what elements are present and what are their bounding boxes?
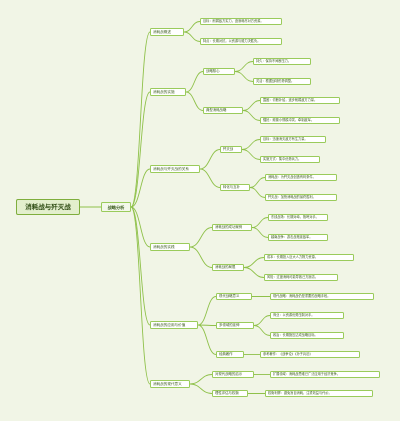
leaf-node[interactable]: 灵活：根据战场形势调整。 <box>253 78 311 85</box>
leaf-node[interactable]: 目标：迅速消灭敌方有生力量。 <box>260 136 326 143</box>
branch-node[interactable]: 消耗战的实施 <box>150 88 186 96</box>
leaf-node[interactable]: 权衡利弊：避免盲目消耗，注重效益与代价。 <box>265 390 373 397</box>
connector-line <box>242 100 261 111</box>
connector-line <box>189 227 213 248</box>
leaf-node[interactable]: 特点：长期对抗，以资源与毅力决胜负。 <box>200 38 282 45</box>
connector-line <box>130 91 151 208</box>
subbranch-node[interactable]: 对现代战略的启示 <box>212 371 254 378</box>
branch-node[interactable]: 消耗战概述 <box>150 28 184 36</box>
center-node[interactable]: 战略分析 <box>101 202 131 212</box>
subbranch-node[interactable]: 多领域的延伸 <box>216 322 254 329</box>
leaf-node[interactable]: 围困：切断补给，逐步削弱敌方力量。 <box>260 97 340 104</box>
leaf-node[interactable]: 越南战争：游击战拖延敌军。 <box>268 234 328 241</box>
subbranch-node[interactable]: 消耗战的成功案例 <box>212 224 252 231</box>
connector-line <box>130 206 151 248</box>
subbranch-node[interactable]: 现代战略意义 <box>216 293 252 300</box>
connector-line <box>243 267 265 278</box>
connector-line <box>130 206 151 326</box>
branch-node[interactable]: 消耗战与歼灭战的关系 <box>150 165 200 173</box>
connector-line <box>185 71 204 93</box>
leaf-node[interactable]: 成本：长期投入巨大人力物力资源。 <box>264 254 354 261</box>
connector-line <box>183 31 201 42</box>
leaf-node[interactable]: 现代战略：消耗战仍是重要的战略手段。 <box>270 293 374 300</box>
connector-line <box>253 325 271 336</box>
connector-line <box>253 315 271 326</box>
connector-line <box>251 217 269 228</box>
leaf-node[interactable]: 政治：长期施压达成战略目标。 <box>270 332 344 339</box>
connector-line <box>251 227 269 238</box>
connector-line <box>249 177 266 188</box>
connector-line <box>199 149 221 170</box>
branch-node[interactable]: 消耗战的现代意义 <box>150 380 190 388</box>
leaf-node[interactable]: 歼灭战：加快消耗战的最终胜利。 <box>265 194 337 201</box>
subbranch-node[interactable]: 歼灭战 <box>220 146 242 153</box>
connector-line <box>130 206 151 385</box>
connector-line <box>197 324 217 355</box>
leaf-node[interactable]: 商业：以资源优势压制对手。 <box>270 312 344 319</box>
connector-line <box>185 91 204 111</box>
branch-node[interactable]: 消耗战的应用与价值 <box>150 321 198 329</box>
connector-line <box>130 31 151 208</box>
connector-line <box>249 187 266 198</box>
subbranch-node[interactable]: 转化与互补 <box>220 184 250 191</box>
leaf-node[interactable]: 扩展领域：消耗战思维已广泛应用于经济竞争。 <box>270 371 380 378</box>
connector-line <box>189 246 213 268</box>
leaf-node[interactable]: 东线战场：长期对峙，拖垮对手。 <box>268 214 328 221</box>
leaf-node[interactable]: 实施方式：集中优势兵力。 <box>260 156 320 163</box>
subbranch-node[interactable]: 经典著作 <box>216 351 244 358</box>
connector-line <box>242 110 261 121</box>
connector-line <box>189 383 213 394</box>
subbranch-node[interactable]: 理性评估与权衡 <box>212 390 248 397</box>
connector-line <box>234 71 254 82</box>
connector-line <box>243 257 265 268</box>
root-node[interactable]: 消耗战与歼灭战 <box>16 199 80 215</box>
connector-line <box>199 168 221 188</box>
connector-line <box>241 149 261 160</box>
leaf-node[interactable]: 目标：削弱敌方实力，逐渐耗尽对方资源。 <box>200 18 282 25</box>
connector-line <box>197 296 217 326</box>
connector-line <box>234 61 254 72</box>
connector-line <box>183 21 201 33</box>
connector-line <box>241 139 261 150</box>
leaf-node[interactable]: 持久：保持不间断压力。 <box>253 58 311 65</box>
leaf-node[interactable]: 参考著作：《战争论》《孙子兵法》 <box>260 351 360 358</box>
connector-line <box>197 324 217 326</box>
subbranch-node[interactable]: 典型消耗战略 <box>203 107 243 114</box>
leaf-node[interactable]: 消耗战：为歼灭战创造有利条件。 <box>265 174 337 181</box>
branch-node[interactable]: 消耗战的实践 <box>150 243 190 251</box>
connector-line <box>130 168 151 208</box>
subbranch-node[interactable]: 战略核心 <box>203 68 235 75</box>
leaf-node[interactable]: 风险：过度消耗可能导致己方崩溃。 <box>264 274 338 281</box>
subbranch-node[interactable]: 消耗战的局限 <box>212 264 244 271</box>
connector-line <box>189 374 213 385</box>
leaf-node[interactable]: 骚扰：频繁小规模冲突，牵制敌军。 <box>260 117 340 124</box>
